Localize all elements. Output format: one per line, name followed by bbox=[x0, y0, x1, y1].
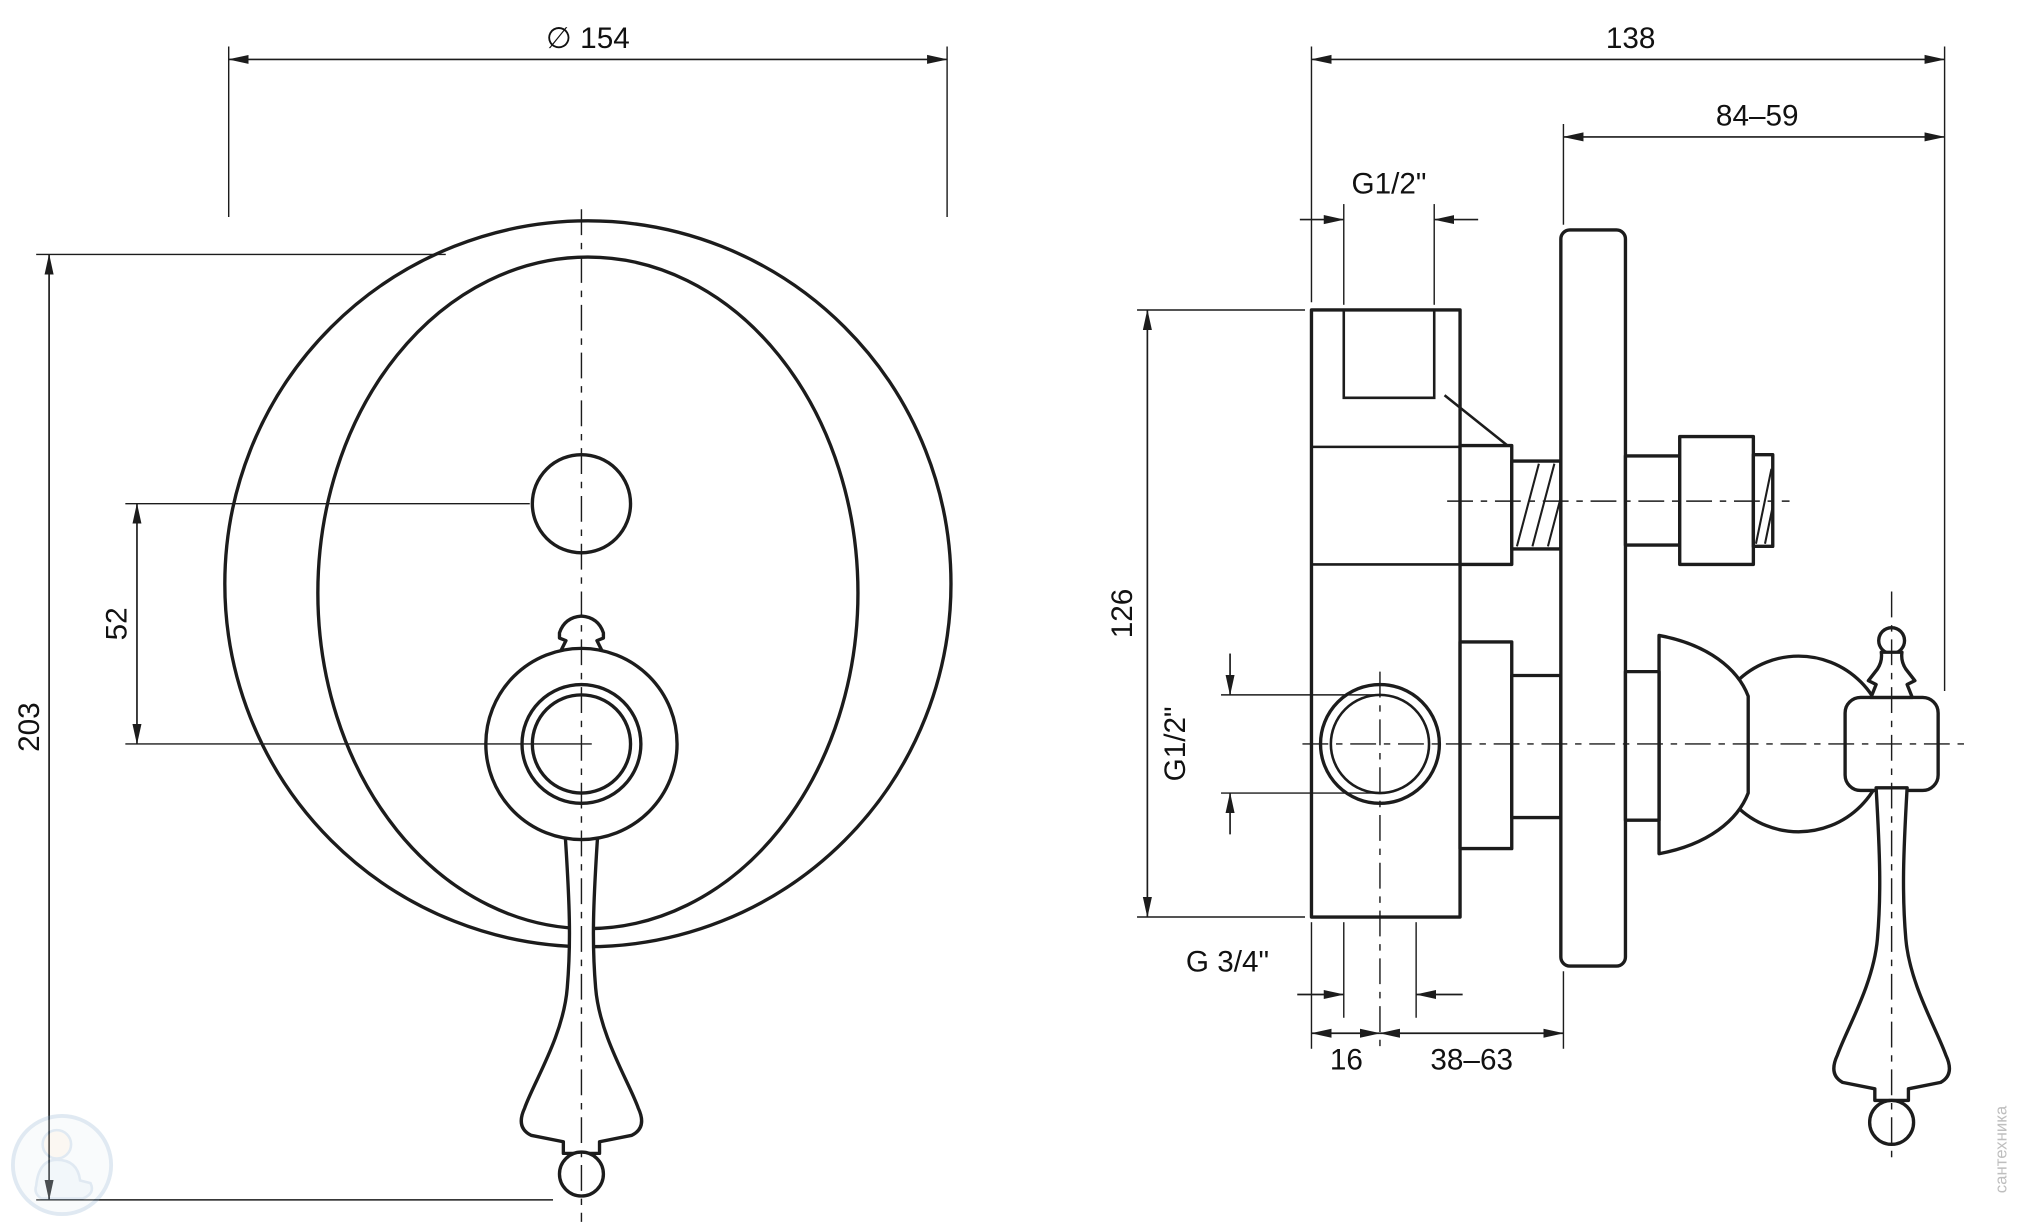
thread-hatching bbox=[1515, 463, 1562, 547]
side-spindle-collar bbox=[1458, 640, 1514, 851]
side-dim-side-thread: G1/2" bbox=[1159, 653, 1380, 835]
side-wall-plate bbox=[1559, 228, 1628, 968]
side-wall-offset-label: 16 bbox=[1330, 1043, 1363, 1076]
front-port-offset-label: 52 bbox=[101, 607, 134, 640]
watermark-side-text: сантехника bbox=[1992, 1105, 2011, 1193]
side-valve-body bbox=[1309, 308, 1462, 919]
side-top-thread-label: G1/2" bbox=[1352, 168, 1427, 201]
side-side-thread-label: G1/2" bbox=[1159, 706, 1192, 781]
side-mount-range-label: 38–63 bbox=[1430, 1043, 1513, 1076]
front-dim-total-height: 203 bbox=[13, 253, 554, 1201]
side-dim-total-depth: 138 bbox=[1310, 22, 1946, 691]
thread-hatching bbox=[1754, 468, 1774, 544]
side-dim-body-height: 126 bbox=[1106, 309, 1306, 918]
side-dim-plate-range: 84–59 bbox=[1562, 99, 1946, 225]
front-view: ∅ 154 203 52 bbox=[13, 22, 953, 1222]
chamfer-line bbox=[1443, 394, 1510, 448]
side-dim-bottom-offsets: 16 38–63 bbox=[1310, 922, 1565, 1076]
side-view: 138 84–59 G1/2" 126 G bbox=[1106, 22, 1964, 1166]
side-dim-top-thread: G1/2" bbox=[1299, 168, 1479, 305]
side-spindle bbox=[1510, 673, 1563, 820]
side-dim-bottom-thread: G 3/4" bbox=[1186, 922, 1463, 1018]
front-total-height-label: 203 bbox=[13, 702, 46, 752]
front-dim-diameter: ∅ 154 bbox=[227, 22, 948, 217]
side-body-height-label: 126 bbox=[1106, 589, 1139, 639]
side-top-port-bore bbox=[1342, 309, 1436, 400]
watermark-logo bbox=[10, 1113, 114, 1217]
side-front-spindle bbox=[1623, 669, 1661, 822]
front-dim-port-offset: 52 bbox=[101, 503, 592, 745]
front-diameter-label: ∅ 154 bbox=[546, 22, 630, 55]
side-cartridge-collar bbox=[1458, 443, 1514, 567]
side-plate-range-label: 84–59 bbox=[1716, 99, 1799, 132]
side-bottom-thread-label: G 3/4" bbox=[1186, 945, 1269, 978]
side-total-depth-label: 138 bbox=[1606, 22, 1656, 55]
